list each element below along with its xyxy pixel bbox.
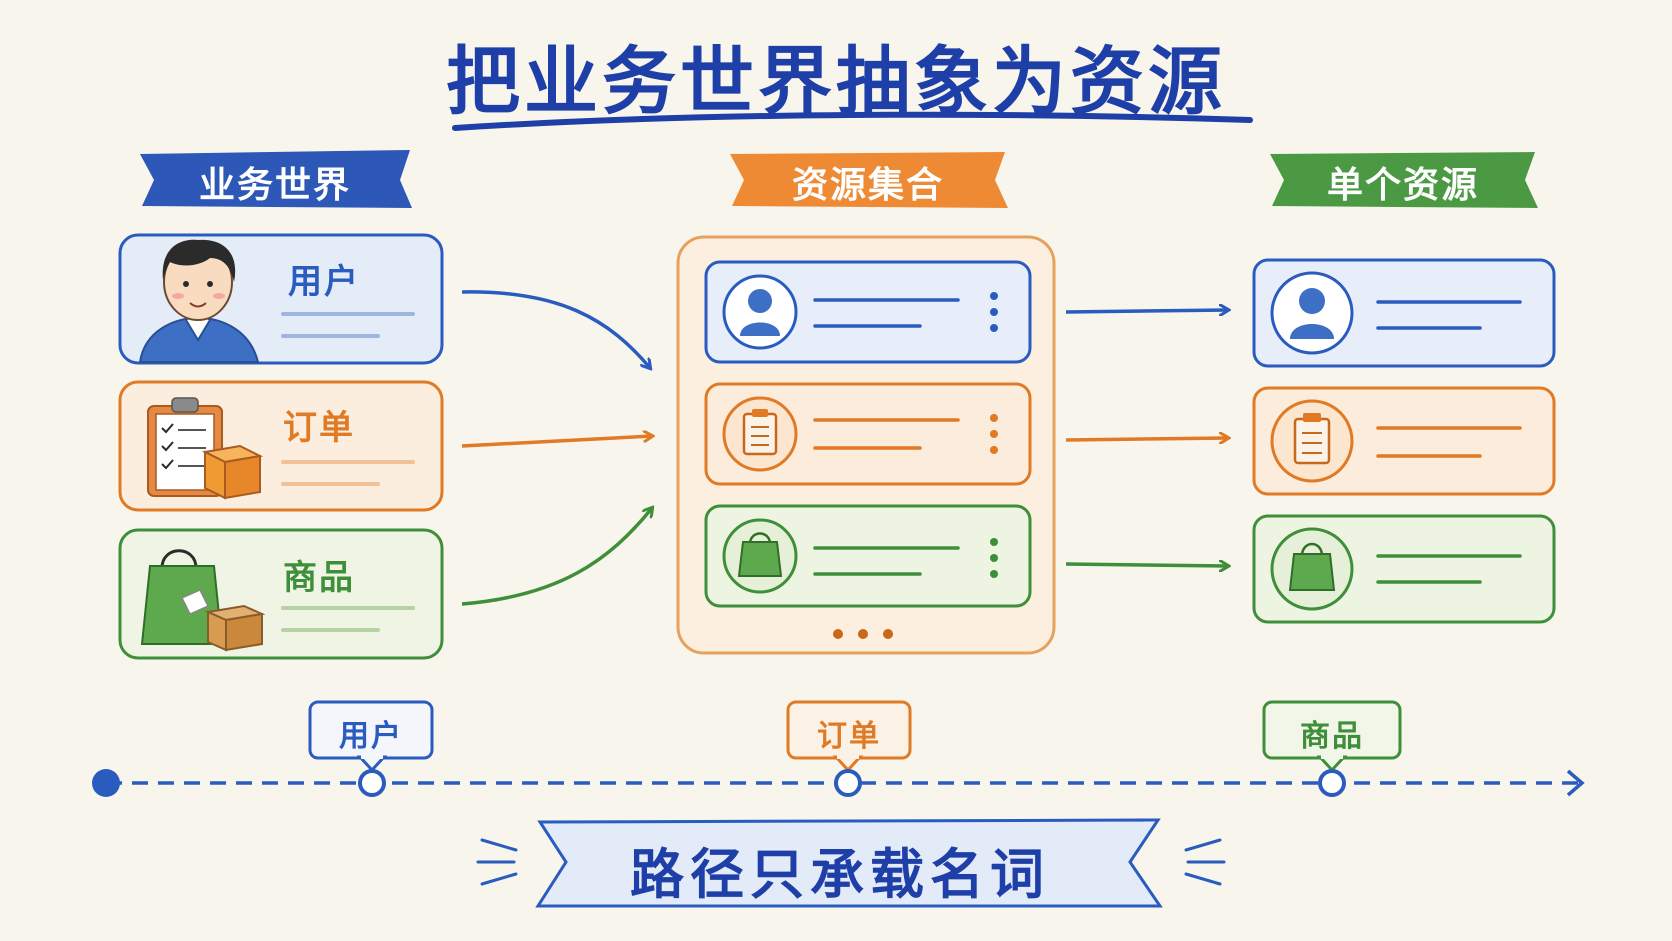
banner-single (1270, 152, 1538, 208)
page-title: 把业务世界抽象为资源 (446, 39, 1226, 125)
arrow-order-to-single (1065, 438, 1228, 440)
collection-row-order (704, 382, 1032, 486)
footer-caption: 路径只承载名词 (630, 843, 1050, 906)
world-item-product-label: 商品 (283, 558, 355, 598)
footer-sparks-left (476, 838, 518, 886)
arrow-order-to-collection (461, 436, 652, 448)
single-card-user (1252, 258, 1556, 368)
collection-row-user (704, 260, 1032, 364)
timeline-node-product (1318, 769, 1346, 797)
path-tag-order: 订单 (817, 719, 881, 754)
collection-row-product (704, 504, 1032, 608)
section-label-collection: 资源集合 (791, 165, 944, 206)
more-items-ellipsis (833, 629, 893, 639)
clipboard-box-icon (147, 397, 264, 500)
section-label-world: 业务世界 (198, 165, 351, 206)
world-item-order-label: 订单 (283, 408, 355, 448)
path-tag-product-box (1262, 700, 1402, 773)
path-tag-product: 商品 (1300, 719, 1364, 754)
path-tag-user-box (308, 700, 434, 773)
single-card-order (1252, 386, 1556, 496)
banner-collection (730, 152, 1008, 208)
footer-sparks-right (1184, 838, 1226, 886)
path-tag-user: 用户 (339, 719, 403, 754)
timeline-node-user (358, 769, 386, 797)
shopping-bag-box-icon (140, 549, 266, 652)
arrow-user-to-collection (461, 290, 650, 368)
arrow-user-to-single (1065, 310, 1228, 312)
timeline-node-order (834, 769, 862, 797)
world-item-user-label: 用户 (288, 262, 360, 302)
arrow-product-to-collection (461, 508, 652, 606)
timeline-arrowhead (1566, 769, 1585, 797)
banner-world (140, 150, 412, 208)
footer-banner (535, 818, 1163, 908)
title-underline (452, 111, 1253, 131)
timeline-start-dot (92, 769, 120, 797)
single-card-product (1252, 514, 1556, 624)
path-tag-order-box (786, 700, 912, 773)
arrow-product-to-single (1065, 564, 1228, 566)
section-label-single: 单个资源 (1326, 165, 1479, 206)
person-avatar-icon (138, 239, 260, 363)
